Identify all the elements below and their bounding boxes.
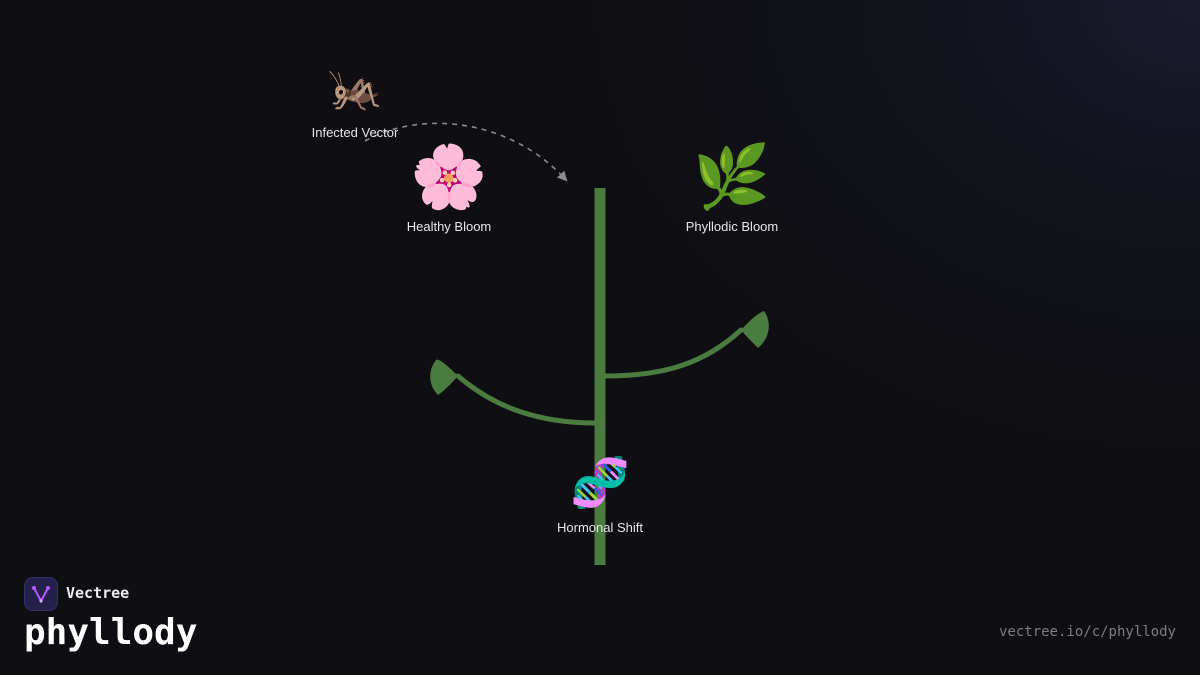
cricket-icon: 🦗 [327,63,383,114]
phyllodic-bloom-label: Phyllodic Bloom [685,219,779,234]
dna-icon: 🧬 [570,455,630,511]
brand-name: Vectree [66,584,130,602]
transmission-arrow [364,122,568,182]
herb-icon: 🌿 [693,140,771,213]
page-title: phyllody [24,612,198,653]
left-leaf [430,359,458,395]
infected-vector-label: Infected Vector [311,125,399,140]
right-branch [602,327,744,379]
healthy-bloom-label: Healthy Bloom [406,219,492,234]
left-branch [455,373,598,426]
right-leaf [741,311,769,348]
hormonal-shift-label: Hormonal Shift [557,520,643,535]
vectree-logo-icon [24,577,58,611]
source-url[interactable]: vectree.io/c/phyllody [998,624,1176,640]
cherry-blossom-icon: 🌸 [410,140,488,213]
